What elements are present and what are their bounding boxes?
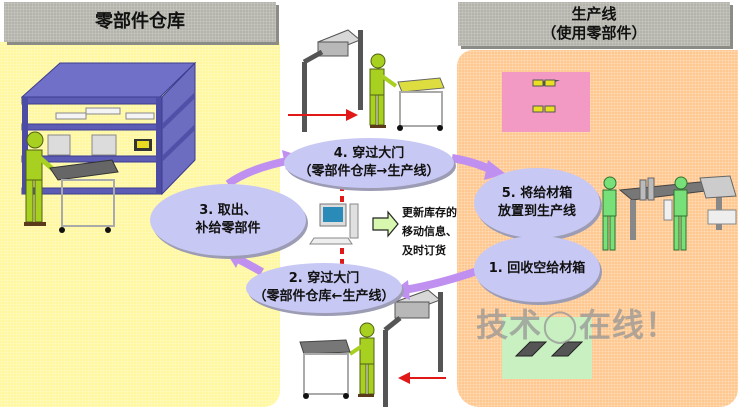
step-4-title: 4. 穿过大门 <box>333 146 405 161</box>
system-info-line-1: 更新库存的 <box>402 206 457 219</box>
arrow-right-icon <box>372 210 399 238</box>
step-1-ellipse: 1. 回收空给材箱 <box>474 236 600 302</box>
arrow-right-icon <box>288 109 358 121</box>
parts-tray-icon <box>514 341 584 357</box>
worker-icon <box>24 131 58 226</box>
production-line-subtitle: （使用零部件） <box>541 24 647 42</box>
step-2-detail: （零部件仓库←生产线） <box>253 289 395 304</box>
computer-icon <box>309 203 359 245</box>
watermark: 技术◯在线！ <box>476 306 678 344</box>
step-3-title: 3. 取出、 <box>199 203 257 218</box>
step-1-title: 1. 回收空给材箱 <box>488 261 586 276</box>
system-info-text: 更新库存的 移动信息、 及时订货 <box>402 203 457 260</box>
arrow-left-icon <box>398 372 446 384</box>
step-3-detail: 补给零部件 <box>195 221 261 236</box>
gate-sensor-icon <box>302 29 363 132</box>
step-2-ellipse: 2. 穿过大门 （零部件仓库←生产线） <box>246 263 402 313</box>
shelf-icon <box>20 61 197 196</box>
arrow-3-to-4 <box>225 156 293 188</box>
system-info-line-3: 及时订货 <box>402 244 446 257</box>
cart-icon <box>397 77 445 131</box>
step-4-detail: （零部件仓库→生产线） <box>298 164 440 179</box>
warehouse-header: 零部件仓库 <box>4 2 276 42</box>
step-5-title: 5. 将给材箱 <box>501 186 573 201</box>
production-line-title: 生产线 <box>571 5 617 23</box>
step-2-title: 2. 穿过大门 <box>288 271 360 286</box>
warehouse-title: 零部件仓库 <box>95 11 185 32</box>
parts-tray-icon <box>532 79 560 113</box>
step-5-ellipse: 5. 将给材箱 放置到生产线 <box>474 168 600 238</box>
production-line-header: 生产线 （使用零部件） <box>458 2 730 46</box>
system-info-line-2: 移动信息、 <box>402 225 457 238</box>
worker-icon <box>602 176 617 251</box>
step-4-ellipse: 4. 穿过大门 （零部件仓库→生产线） <box>284 138 454 188</box>
empty-box-return-area <box>502 317 592 379</box>
info-link-dots <box>340 185 344 265</box>
cart-icon <box>49 159 119 233</box>
step-3-ellipse: 3. 取出、 补给零部件 <box>150 184 306 256</box>
worker-icon <box>348 322 375 397</box>
step-5-detail: 放置到生产线 <box>497 204 576 219</box>
arrow-1-to-2 <box>403 266 482 294</box>
gate-sensor-icon <box>383 289 443 407</box>
cart-icon <box>299 339 351 399</box>
worker-icon <box>673 176 688 251</box>
worker-icon <box>369 53 398 128</box>
